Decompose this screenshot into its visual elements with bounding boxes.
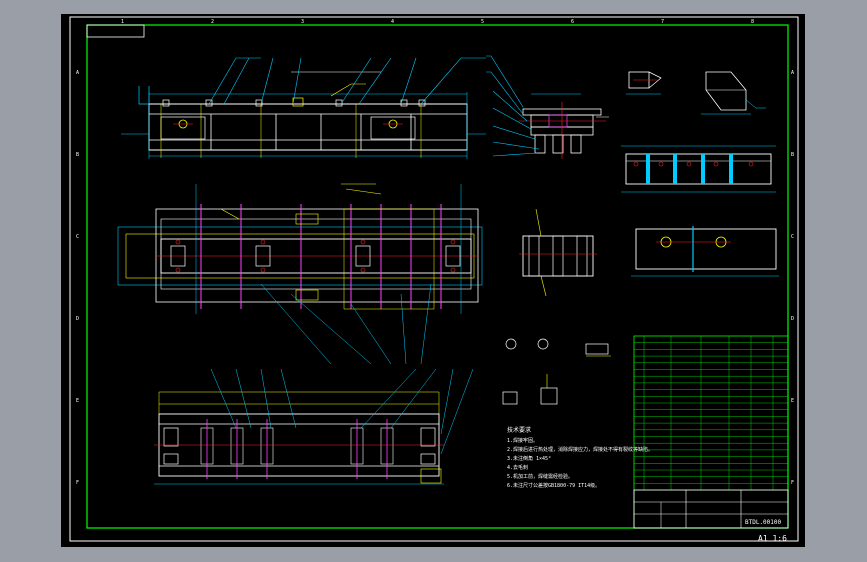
- zone-letter-left: A: [76, 70, 79, 76]
- zone-letter-right: D: [791, 316, 794, 322]
- zone-number-top: 6: [571, 19, 574, 25]
- mechanical-drawing: A A B B C C D D E E F F 1 2 3 4 5 6 7 8: [69, 16, 799, 543]
- zone-letter-left: F: [76, 480, 79, 486]
- zone-number-top: 3: [301, 19, 304, 25]
- zone-letter-left: B: [76, 152, 79, 158]
- notes-line: 5.机加工前，焊缝需经检验。: [507, 473, 573, 480]
- outer-frame: [69, 16, 799, 542]
- zone-letter-right: C: [791, 234, 794, 240]
- notes-line: 1.焊接牢固。: [507, 437, 538, 444]
- notes-heading: 技术要求: [507, 426, 531, 434]
- side-view: [154, 368, 474, 485]
- small-details: [502, 338, 611, 405]
- zone-letter-left: E: [76, 398, 79, 404]
- zone-number-top: 1: [121, 19, 124, 25]
- notes-line: 2.焊接后进行热处理，消除焊接应力，焊接处不得有裂纹等缺陷。: [507, 446, 653, 453]
- title-block: BTDL.00100 A1 1:6: [633, 489, 789, 543]
- detail-view-beam: [631, 226, 779, 277]
- corner-block: [86, 24, 145, 38]
- drawing-border: [86, 24, 789, 529]
- parts-grid: [634, 336, 788, 491]
- zone-letter-right: A: [791, 70, 794, 76]
- notes-line: 3.未注倒角 1×45°: [507, 455, 551, 462]
- cad-model-viewport[interactable]: A A B B C C D D E E F F 1 2 3 4 5 6 7 8: [61, 14, 805, 547]
- notes-lines: 1.焊接牢固。 2.焊接后进行热处理，消除焊接应力，焊接处不得有裂纹等缺陷。 3.未…: [507, 437, 653, 489]
- technical-notes: 技术要求 1.焊接牢固。 2.焊接后进行热处理，消除焊接应力，焊接处不得有裂纹等缺…: [507, 426, 653, 489]
- zone-letter-right: E: [791, 398, 794, 404]
- notes-line: 4.去毛刺: [507, 464, 528, 471]
- notes-line: 6.未注尺寸公差按GB1800-79 IT14级。: [507, 482, 600, 489]
- zone-letter-right: B: [791, 152, 794, 158]
- zone-number-top: 2: [211, 19, 214, 25]
- drawing-number: BTDL.00100: [745, 519, 782, 526]
- zone-number-top: 7: [661, 19, 664, 25]
- sheet-scale: A1 1:6: [758, 534, 787, 543]
- section-view-a-a: [486, 55, 609, 159]
- detail-view-frame-side: [519, 208, 597, 297]
- plan-view: [117, 183, 483, 365]
- detail-view-ii: [701, 71, 766, 115]
- zone-number-top: 5: [481, 19, 484, 25]
- parts-list-table: [633, 335, 789, 529]
- detail-view-i: [626, 71, 662, 95]
- zone-letter-left: D: [76, 316, 79, 322]
- zone-letter-right: F: [791, 480, 794, 486]
- front-view: [121, 57, 486, 159]
- zone-letter-left: C: [76, 234, 79, 240]
- zone-number-top: 4: [391, 19, 394, 25]
- detail-view-rail: [621, 145, 776, 193]
- zone-number-top: 8: [751, 19, 754, 25]
- zone-marks: A A B B C C D D E E F F 1 2 3 4 5 6 7 8: [76, 19, 794, 486]
